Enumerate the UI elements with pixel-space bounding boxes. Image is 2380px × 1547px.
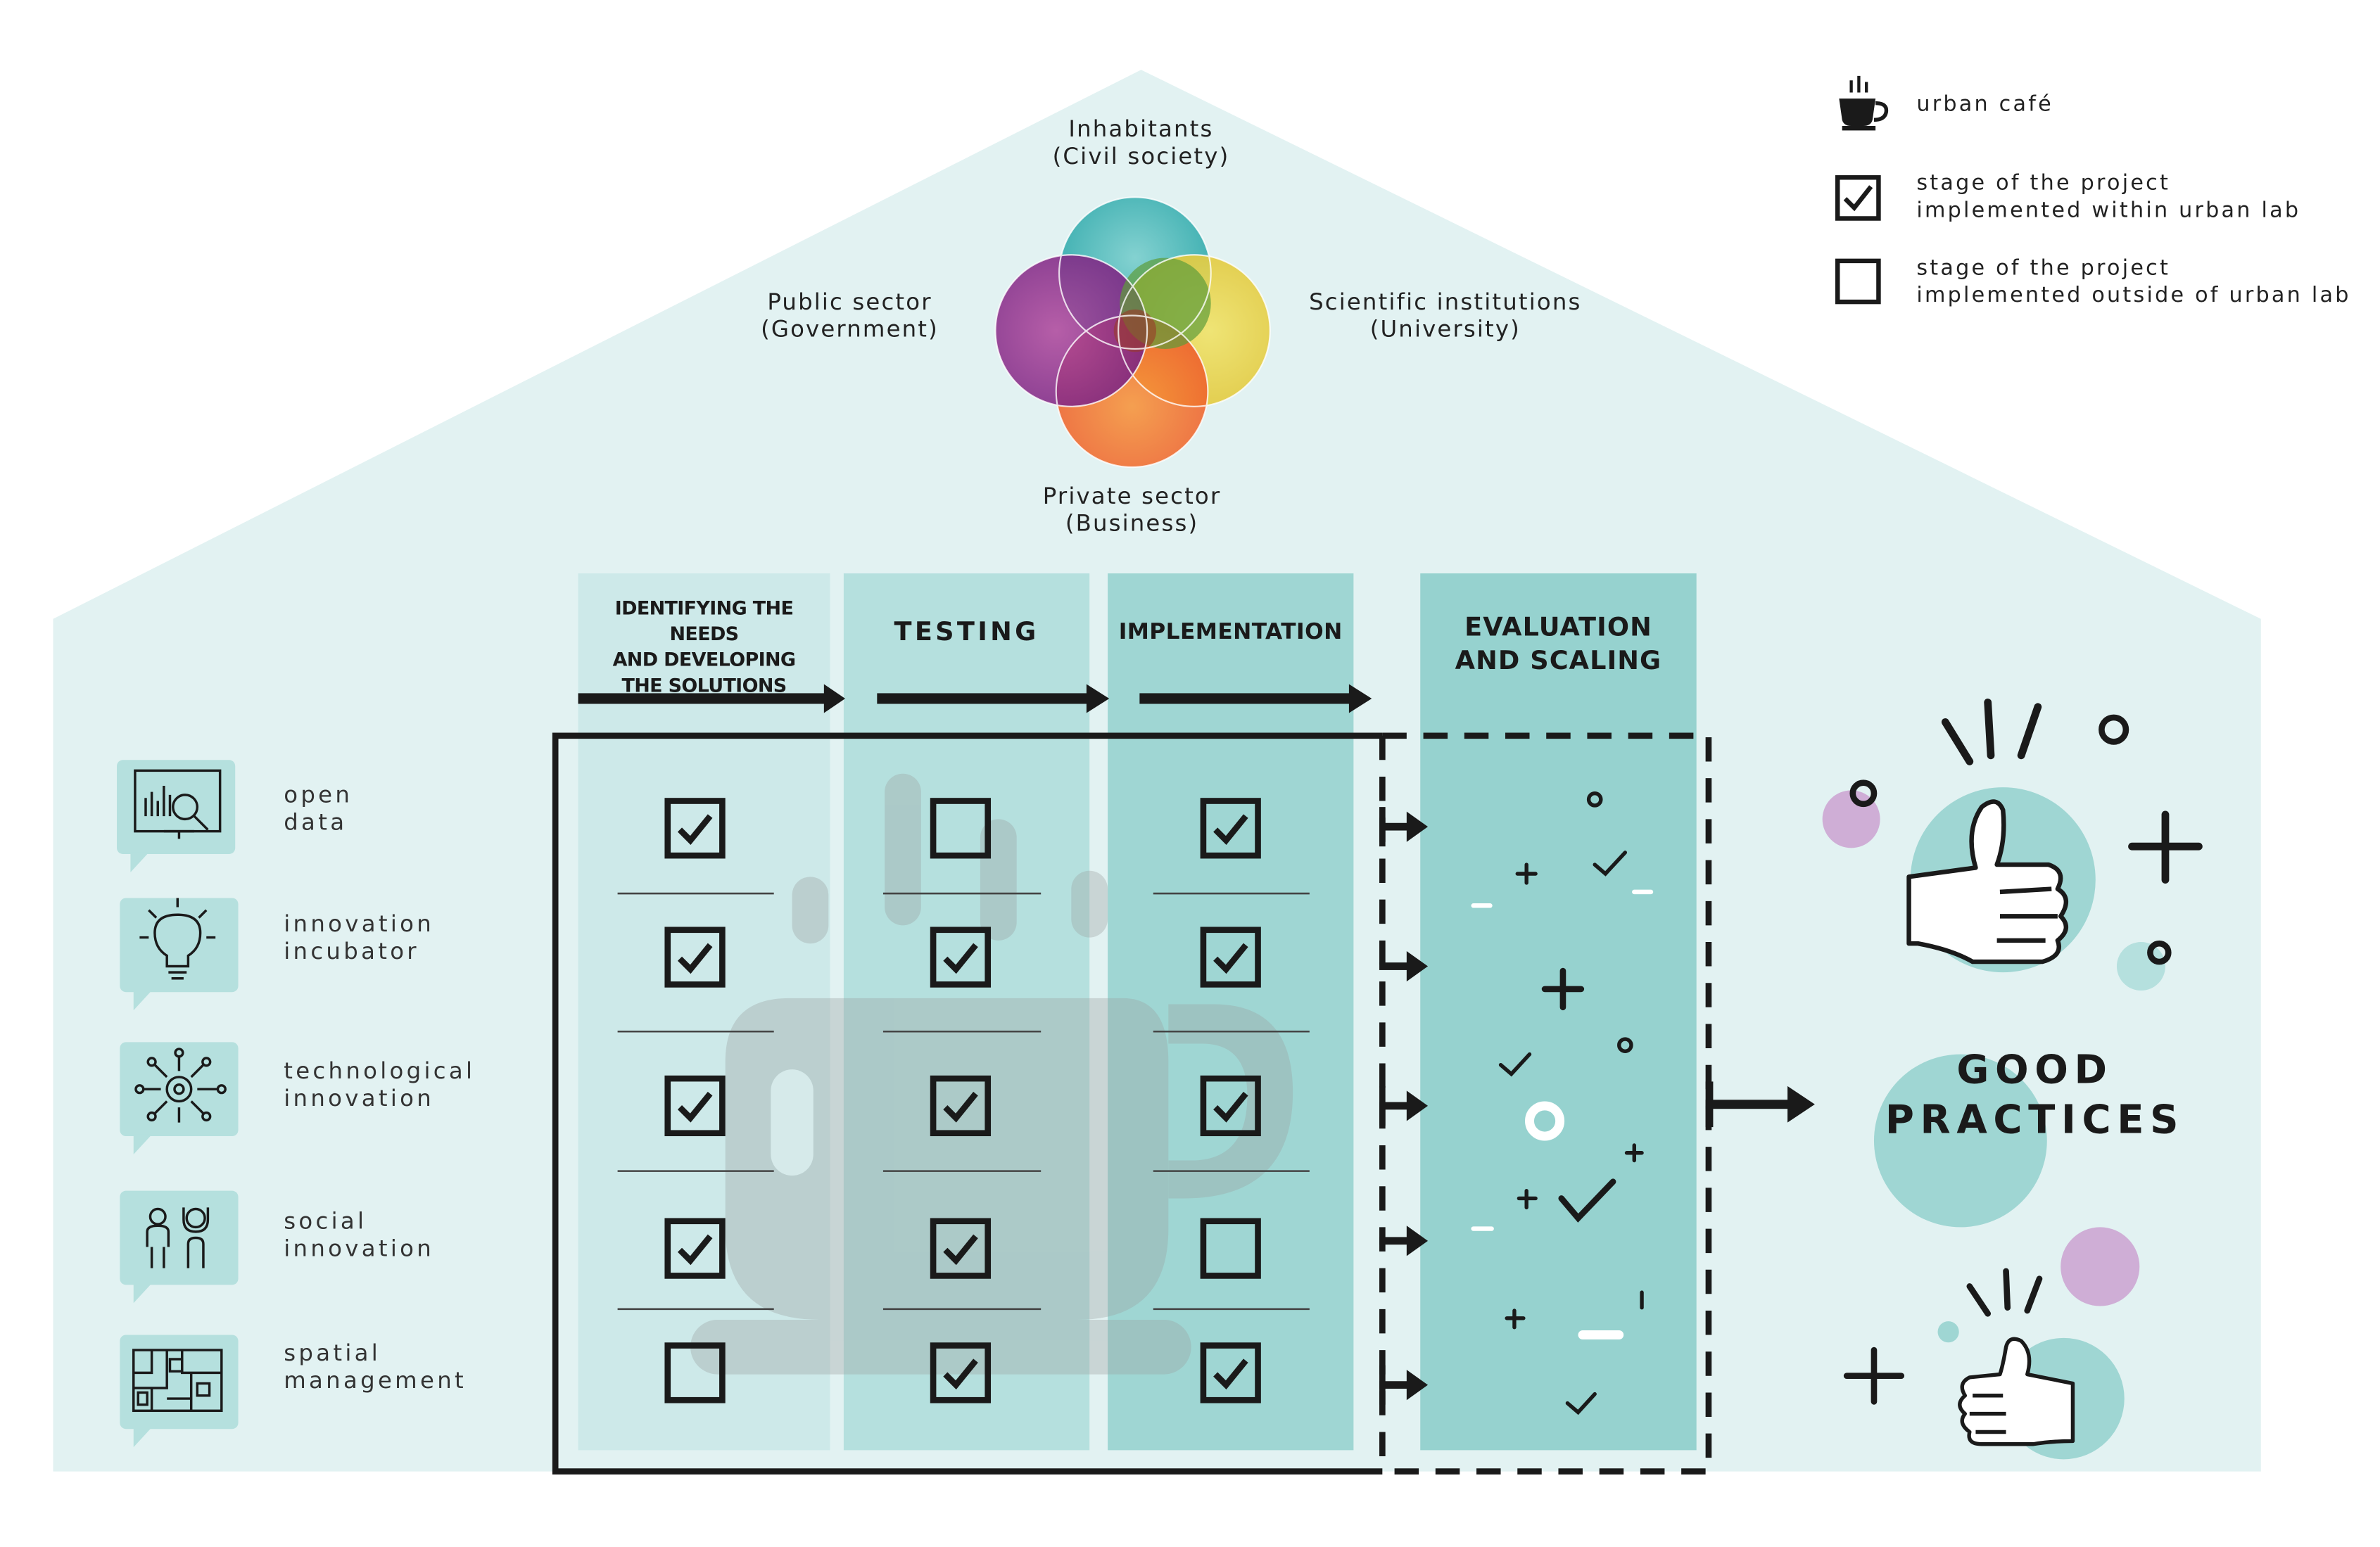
- checkbox-checked: [1200, 1342, 1261, 1403]
- legend-empty-icon: [1835, 258, 1881, 305]
- row-separators: [617, 892, 1310, 1311]
- exit-arrow: [1705, 1081, 1815, 1128]
- checkbox-checked: [930, 1342, 992, 1403]
- checkbox-checked: [664, 927, 726, 988]
- checkbox-checked: [930, 1218, 992, 1279]
- checkbox-checked: [664, 1218, 726, 1279]
- stage-header-identifying: IDENTIFYING THE NEEDS AND DEVELOPING THE…: [612, 596, 796, 696]
- legend-outside-label: stage of the project implemented outside…: [1916, 256, 2351, 309]
- decor-dot: [2061, 1227, 2140, 1306]
- checkbox-empty: [1200, 1218, 1261, 1279]
- evaluation-decorations: [1498, 791, 1644, 1415]
- venn-diagram: [994, 196, 1271, 469]
- entry-arrows: [1379, 807, 1429, 1405]
- lightbulb-icon: [139, 898, 216, 980]
- category-innovation-incubator-label: innovation incubator: [284, 910, 435, 965]
- category-social-innovation-label: social innovation: [284, 1207, 435, 1262]
- checkbox-checked: [930, 1075, 992, 1137]
- column-testing: [843, 573, 1090, 1451]
- good-practices-label: GOOD PRACTICES: [1885, 1048, 2185, 1143]
- good-practices-circle: [1873, 1054, 2047, 1228]
- decor-dot: [1937, 1321, 1959, 1343]
- checkbox-checked: [1200, 1075, 1261, 1137]
- stakeholder-scientific: Scientific institutions (University): [1309, 288, 1582, 343]
- legend-checked-icon: [1835, 175, 1881, 221]
- gear-network-icon: [134, 1048, 227, 1123]
- good-practices-decor: [1843, 698, 2203, 1405]
- column-evaluation: [1420, 573, 1697, 1451]
- evaluation-white-marks: [1471, 889, 1654, 1339]
- stakeholder-private-sector: Private sector (Business): [1042, 482, 1222, 537]
- cup-watermark: [690, 773, 1293, 1375]
- stage-header-testing: TESTING: [894, 617, 1039, 648]
- map-icon: [132, 1349, 223, 1413]
- legend-cafe-label: urban café: [1916, 92, 2053, 117]
- category-technological-innovation-label: technological innovation: [284, 1057, 476, 1112]
- people-icon: [146, 1207, 210, 1268]
- category-spatial-management-label: spatial management: [284, 1339, 467, 1394]
- legend-cafe-icon: [1839, 75, 1889, 131]
- header-arrows: [578, 684, 1372, 713]
- checkbox-checked: [1200, 798, 1261, 859]
- open-data-icon: [134, 769, 222, 839]
- stage-header-implementation: IMPLEMENTATION: [1118, 620, 1343, 645]
- legend-inside-label: stage of the project implemented within …: [1916, 171, 2301, 224]
- column-implementation: [1108, 573, 1354, 1451]
- checkbox-empty: [664, 1342, 726, 1403]
- checkbox-empty: [930, 798, 992, 859]
- checkbox-checked: [1200, 927, 1261, 988]
- stage-header-evaluation: EVALUATION AND SCALING: [1455, 613, 1662, 677]
- stakeholder-civil-society: Inhabitants (Civil society): [1052, 115, 1230, 170]
- solid-frame: [552, 732, 1383, 1475]
- checkbox-checked: [930, 927, 992, 988]
- column-identifying: [578, 573, 830, 1451]
- thumbs-up-icon: [1906, 799, 2068, 965]
- stakeholder-public-sector: Public sector (Government): [761, 288, 939, 343]
- thumbs-up-small-icon: [1958, 1337, 2075, 1446]
- category-open-data-label: open data: [284, 781, 353, 836]
- checkbox-checked: [664, 1075, 726, 1137]
- checkbox-checked: [664, 798, 726, 859]
